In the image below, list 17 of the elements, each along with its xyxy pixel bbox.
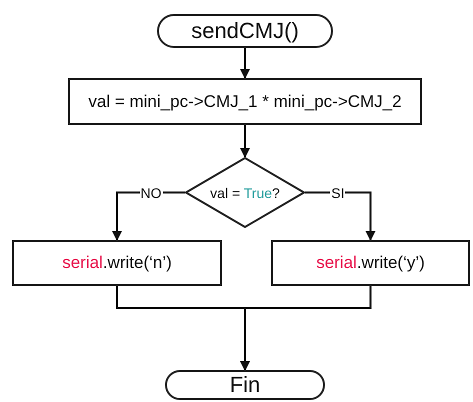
node-text: val = mini_pc->CMJ_1 * mini_pc->CMJ_2 xyxy=(88,92,402,112)
decision-diamond xyxy=(185,157,305,228)
node-text: serial.write(‘y’) xyxy=(316,253,425,273)
arrow xyxy=(240,48,250,79)
node-text: Fin xyxy=(230,372,260,398)
terminal-shape xyxy=(165,370,325,400)
process-box xyxy=(271,240,470,286)
node-text: sendCMJ() xyxy=(191,18,299,44)
terminal-shape xyxy=(157,14,333,48)
process-box xyxy=(68,78,422,125)
arrow xyxy=(305,192,376,241)
arrow xyxy=(240,125,250,158)
arrow xyxy=(240,286,372,371)
node-text: val = True? xyxy=(210,184,280,200)
process-box xyxy=(12,240,222,286)
arrow xyxy=(112,192,185,241)
node-text: serial.write(‘n’) xyxy=(62,253,172,273)
